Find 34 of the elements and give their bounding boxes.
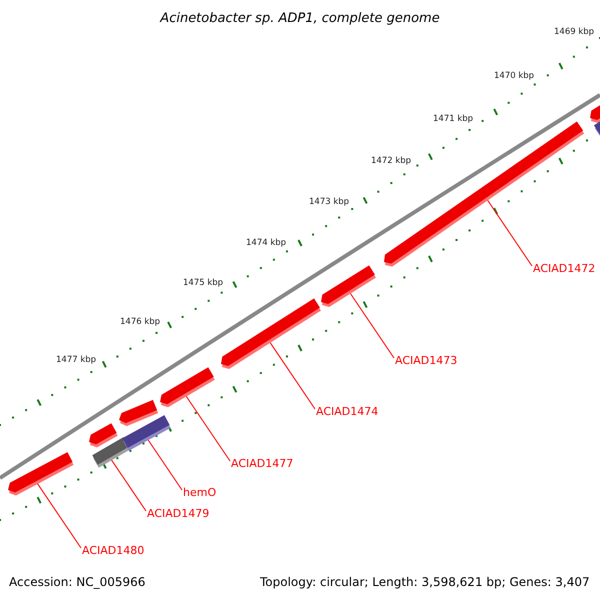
leader-line <box>350 293 394 358</box>
footer-text: Topology: circular; Length: 3,598,621 bp; Genes: 3,407 <box>260 576 590 588</box>
gene-label: hemO <box>183 487 216 498</box>
scale-label: 1474 kbp <box>246 239 286 248</box>
gene-feature <box>590 103 600 124</box>
scale-label: 1469 kbp <box>554 28 594 36</box>
gene-label: ACIAD1479 <box>147 508 210 519</box>
gene-label: ACIAD1472 <box>533 263 596 274</box>
leader-line <box>37 483 82 548</box>
gene-feature <box>119 400 158 426</box>
gene-feature <box>221 298 321 369</box>
scale-label: 1473 kbp <box>309 198 350 206</box>
scale-label: 1477 kbp <box>56 356 96 364</box>
scale-label: 1476 kbp <box>120 318 160 326</box>
gene-feature <box>8 452 74 496</box>
gene-label: ACIAD1480 <box>82 545 144 556</box>
gene-label: ACIAD1474 <box>316 406 378 417</box>
diagram-title: Acinetobacter sp. ADP1, complete genome <box>158 12 441 25</box>
gene-feature <box>89 423 118 448</box>
footer-text: Accession: NC_005966 <box>9 576 146 588</box>
leader-line <box>111 460 146 512</box>
gene-feature <box>321 265 376 307</box>
gene-label: ACIAD1477 <box>231 458 294 469</box>
gene-block <box>122 415 171 451</box>
scale-label: 1475 kbp <box>183 279 224 288</box>
leader-line <box>270 342 316 410</box>
leader-line <box>487 200 532 266</box>
scale-label: 1470 kbp <box>494 72 534 80</box>
leader-line <box>148 440 182 490</box>
gene-feature <box>160 367 215 408</box>
gene-label: ACIAD1473 <box>395 355 458 366</box>
gene-block <box>594 119 600 138</box>
scale-label: 1472 kbp <box>371 157 412 166</box>
leader-line <box>186 396 230 462</box>
